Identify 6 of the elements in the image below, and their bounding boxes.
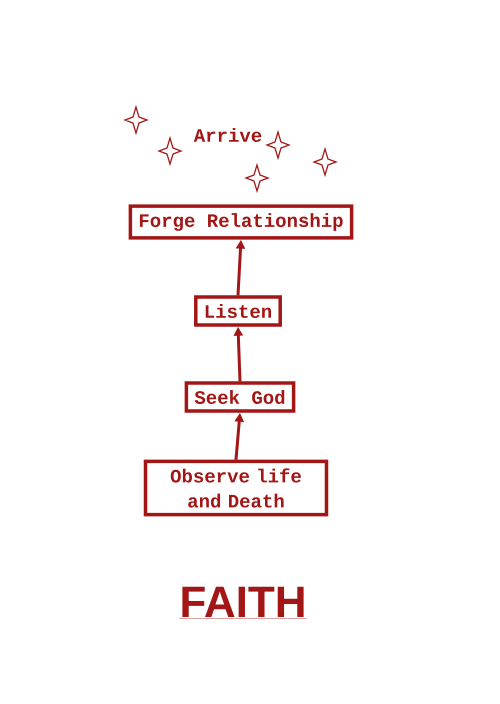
label: Arrive: [194, 128, 262, 142]
process-box: Seek God: [184, 381, 296, 413]
process-box: Observe life and Death: [144, 460, 328, 516]
process-box: Forge Relationship: [128, 204, 354, 240]
title: FAITH: [179, 586, 307, 619]
process-box: Listen: [194, 295, 282, 327]
